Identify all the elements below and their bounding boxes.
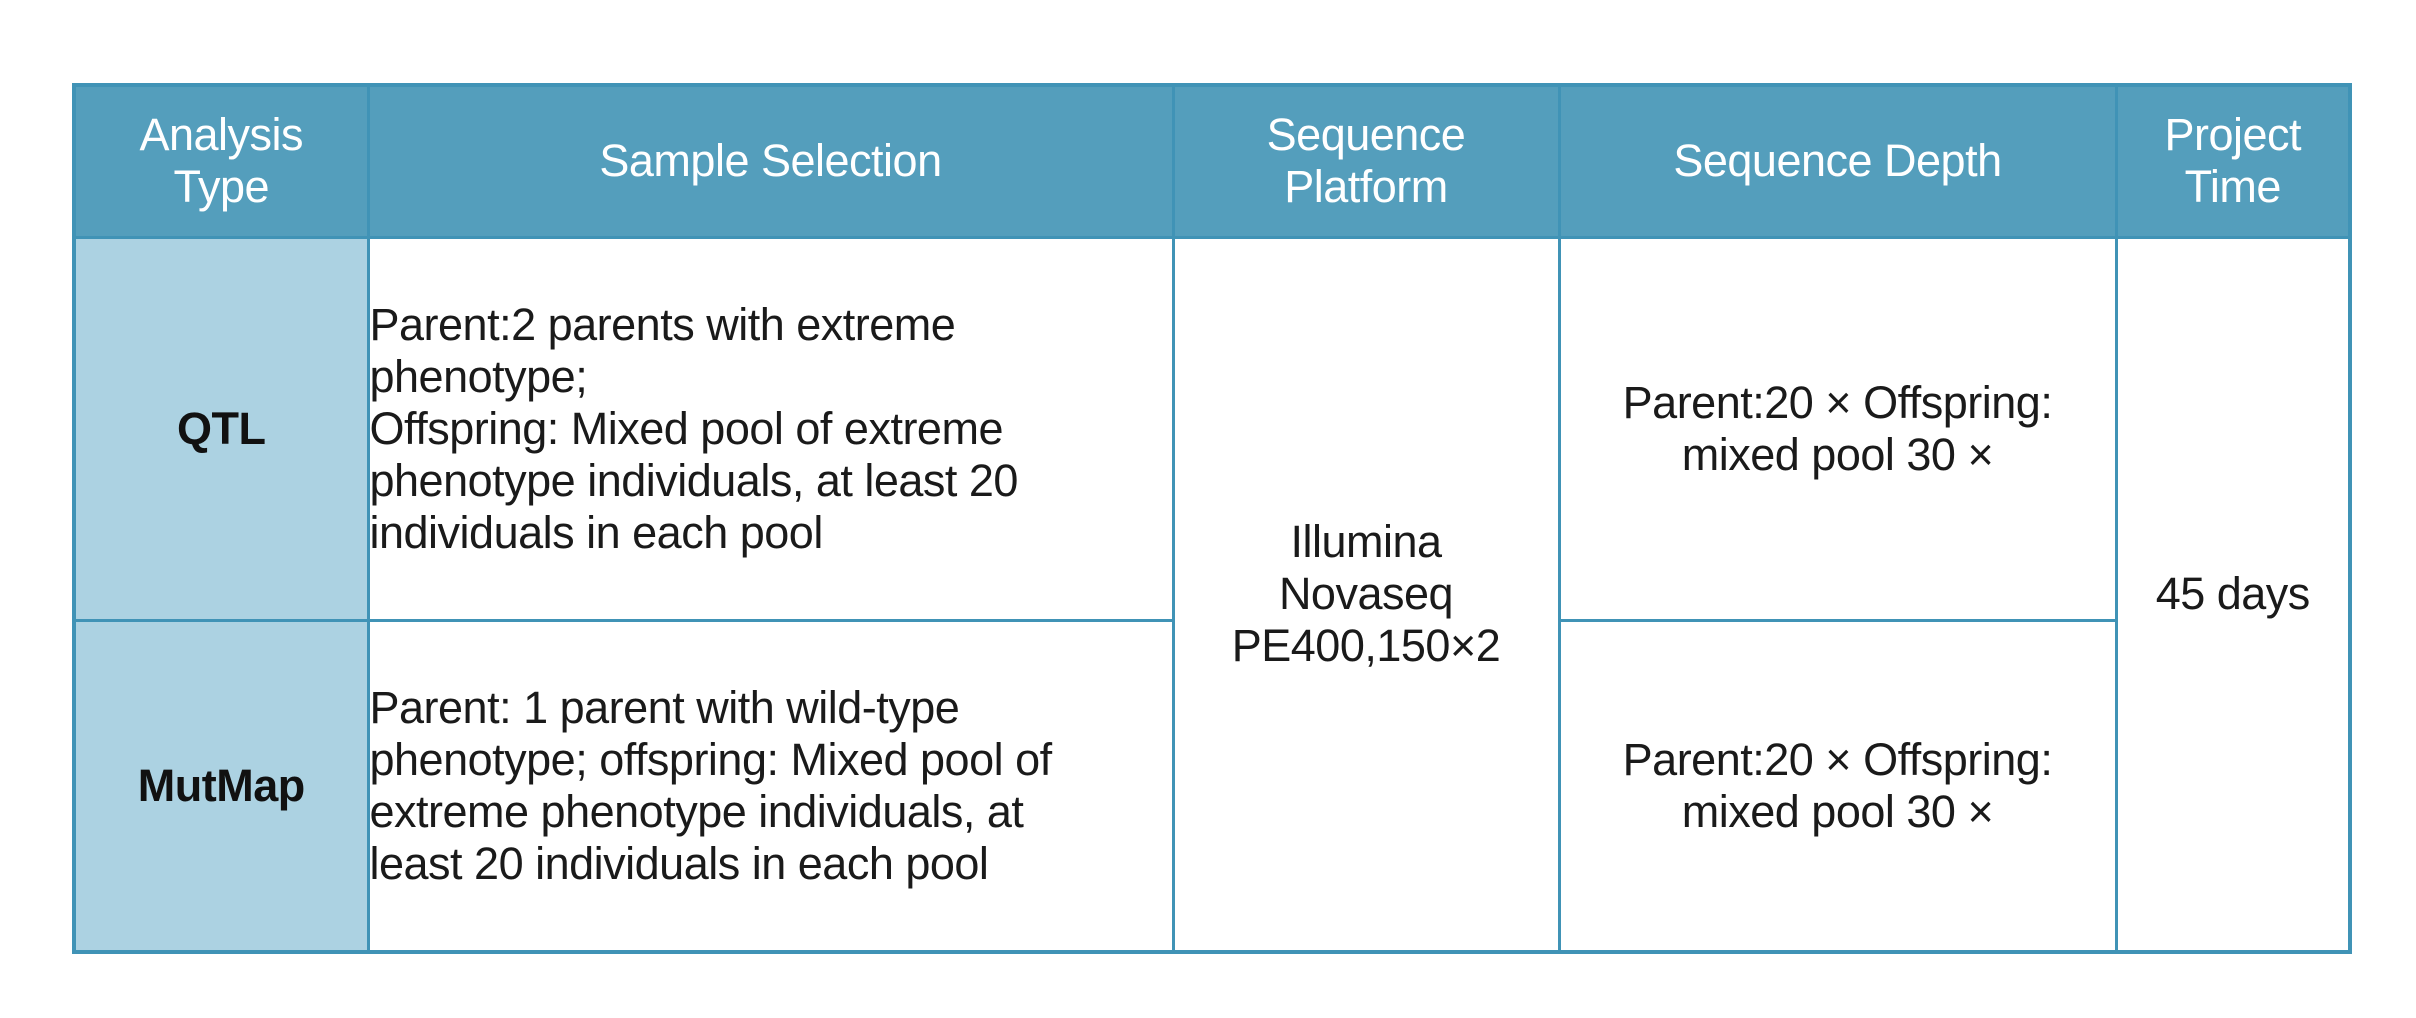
sequence-platform-merged-cell: Illumina Novaseq PE400,150×2: [1171, 235, 1561, 954]
sample-selection-mutmap: Parent: 1 parent with wild-type phenotyp…: [366, 618, 1175, 954]
col-header-project-time: Project Time: [2114, 83, 2352, 239]
sequence-depth-qtl: Parent:20 × Offspring: mixed pool 30 ×: [1557, 235, 2118, 622]
table-row-qtl: QTL Parent:2 parents with extreme phenot…: [72, 235, 2352, 954]
analysis-comparison-table: Analysis Type Sample Selection Sequence …: [72, 83, 2352, 954]
table-row-mutmap: MutMap Parent: 1 parent with wild-type p…: [72, 618, 2350, 954]
analysis-type-mutmap: MutMap: [72, 618, 370, 954]
sequence-depth-mutmap: Parent:20 × Offspring: mixed pool 30 ×: [1557, 618, 2118, 954]
col-header-sequence-platform: Sequence Platform: [1171, 83, 1561, 239]
analysis-type-qtl: QTL: [72, 235, 370, 622]
col-header-sequence-depth: Sequence Depth: [1557, 83, 2118, 239]
project-time-merged-cell: 45 days: [2114, 235, 2352, 954]
sample-selection-qtl: Parent:2 parents with extreme phenotype;…: [366, 235, 1175, 622]
header-row: Analysis Type Sample Selection Sequence …: [72, 83, 2352, 239]
col-header-analysis-type: Analysis Type: [72, 83, 370, 239]
col-header-sample-selection: Sample Selection: [366, 83, 1175, 239]
